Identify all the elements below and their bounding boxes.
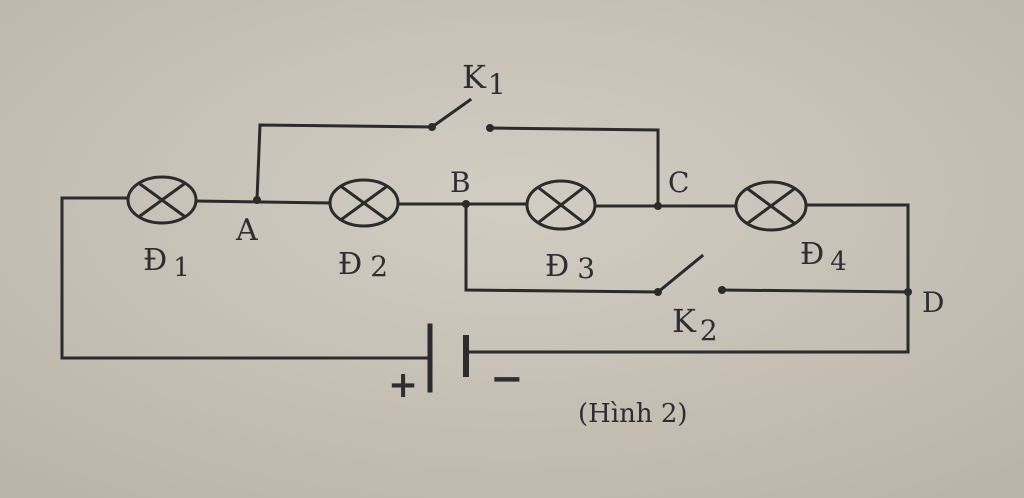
node-label-a: A — [235, 213, 258, 248]
lamp-d1 — [126, 175, 198, 225]
lamp-d4 — [734, 180, 808, 232]
k1-branch-wire — [255, 123, 660, 208]
battery — [427, 323, 469, 393]
junction-c — [654, 202, 662, 210]
battery-minus-label: − — [490, 355, 524, 402]
junction-b — [462, 200, 470, 208]
switch-k2 — [654, 253, 726, 296]
battery-plus-label: + — [388, 364, 418, 406]
node-label-c: C — [668, 166, 689, 199]
node-label-d: D — [922, 286, 944, 319]
lamp-d2 — [328, 178, 400, 228]
junction-a — [253, 196, 261, 204]
k2-branch-wire — [464, 202, 910, 294]
switch-k1 — [428, 97, 494, 132]
switch-label-k1: K1 — [462, 58, 506, 101]
node-label-b: B — [450, 166, 471, 199]
junction-d — [904, 288, 912, 296]
figure-caption: (Hình 2) — [578, 399, 688, 429]
lamp-d3 — [525, 179, 597, 231]
